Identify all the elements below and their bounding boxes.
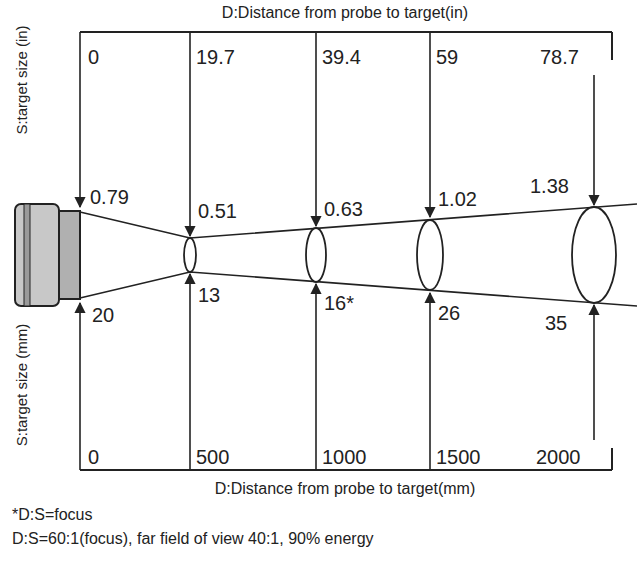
caption-text: D:Distance from probe to target(mm) xyxy=(215,480,476,498)
dimension-value: 0 xyxy=(88,446,99,468)
caption-text: D:S=60:1(focus), far field of view 40:1,… xyxy=(12,530,374,548)
dimension-value: 1000 xyxy=(322,446,367,468)
probe xyxy=(15,204,80,306)
dimension-value: 1.02 xyxy=(438,188,477,210)
dimension-value: 500 xyxy=(196,446,229,468)
dimension-value: 0 xyxy=(88,46,99,68)
dimension-value: 19.7 xyxy=(196,46,235,68)
dimension-value: 78.7 xyxy=(540,46,579,68)
dimension-value: 0.51 xyxy=(198,200,237,222)
caption-text: *D:S=focus xyxy=(12,506,92,524)
dimension-value: 13 xyxy=(198,284,220,306)
dimension-value: 1500 xyxy=(436,446,481,468)
dimension-value: 0.63 xyxy=(324,198,363,220)
dimension-value: 39.4 xyxy=(322,46,361,68)
dimension-value: 16* xyxy=(324,292,354,314)
dimension-value: 1.38 xyxy=(530,175,569,197)
dimension-value: 0.79 xyxy=(90,186,129,208)
dimension-value: 35 xyxy=(545,312,567,334)
axis-title: S:target size (in) xyxy=(14,25,31,134)
caption-text: D:Distance from probe to target(in) xyxy=(222,4,468,22)
dimension-value: 59 xyxy=(436,46,458,68)
dimension-value: 2000 xyxy=(536,446,581,468)
target-spot xyxy=(184,207,616,303)
dimension-value: 26 xyxy=(438,302,460,324)
axis-title: S:target size (mm) xyxy=(14,324,31,447)
dimension-value: 20 xyxy=(92,304,114,326)
